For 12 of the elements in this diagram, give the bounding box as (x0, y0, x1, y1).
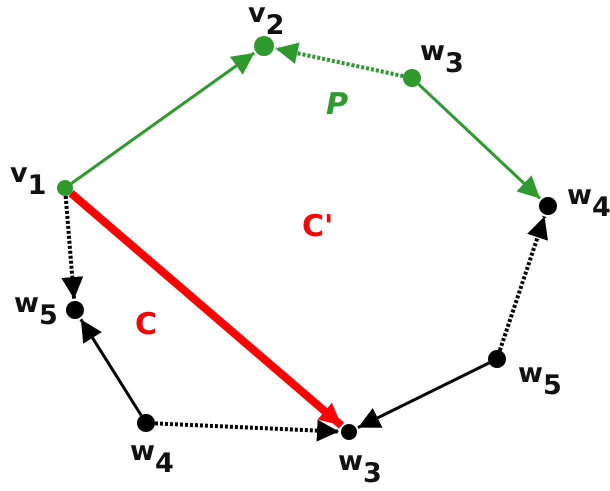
cycle-label: C' (302, 212, 334, 242)
dotted-arrow (275, 42, 404, 78)
arrow (80, 318, 142, 416)
dotted-arrow (498, 216, 548, 352)
cycle-label: C (135, 310, 158, 340)
arrow (357, 362, 490, 429)
arrow (418, 83, 542, 200)
arrow (70, 52, 256, 185)
thick-arrow (68, 190, 344, 429)
dotted-arrow (154, 420, 340, 442)
cycle-label: P (326, 90, 348, 120)
dotted-arrow (61, 196, 84, 300)
